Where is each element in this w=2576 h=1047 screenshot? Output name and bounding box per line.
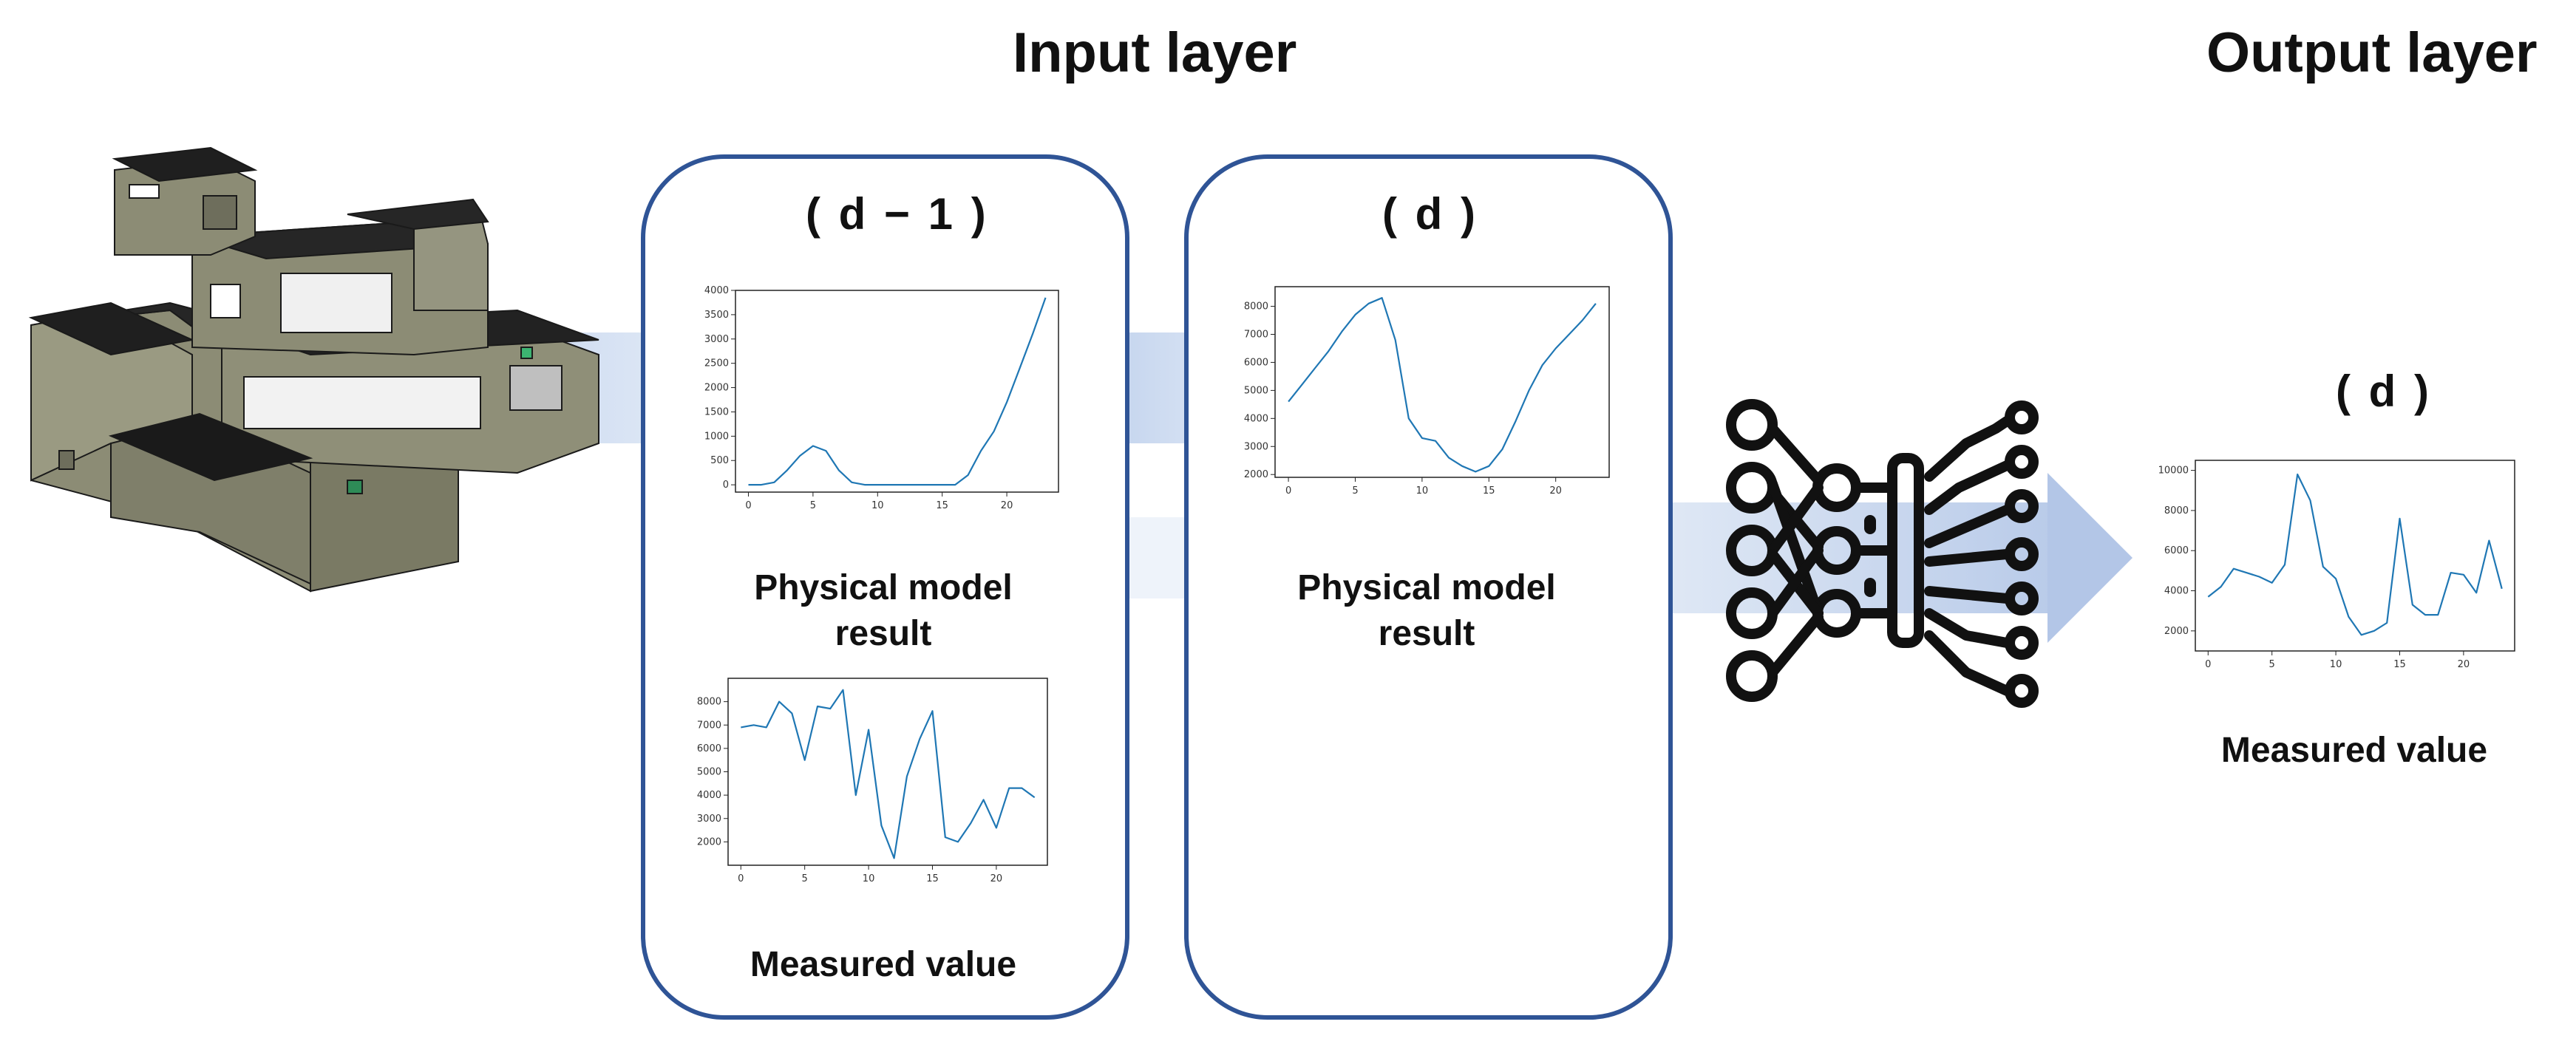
- chart-physical-prev-day: 0 500 1000 1500 2000 2500 3000 3500 4000 0 5 10 15 20: [704, 285, 1059, 511]
- chart-measured-prev-day: 2000 3000 4000 5000 6000 7000 8000 0 5 10 15 20: [697, 678, 1048, 884]
- series-line: [741, 689, 1036, 859]
- y-tick-label: 3500: [704, 310, 729, 321]
- output-label-day: ( d ): [2336, 366, 2432, 416]
- x-tick-label: 20: [990, 873, 1003, 884]
- x-tick-label: 5: [802, 873, 808, 884]
- x-tick-label: 15: [2393, 659, 2406, 670]
- y-tick-label: 8000: [2164, 505, 2189, 516]
- measured-caption-prev-day: Measured value: [750, 945, 1017, 984]
- y-tick-label: 6000: [2164, 545, 2189, 556]
- input-layer-title: Input layer: [1013, 21, 1297, 84]
- x-tick-label: 15: [1483, 485, 1495, 497]
- y-tick-label: 2000: [2164, 626, 2189, 637]
- y-tick-label: 4000: [2164, 586, 2189, 597]
- y-tick-label: 1500: [704, 406, 729, 417]
- building-3d-model-icon: [28, 146, 599, 593]
- neural-network-circuit-icon: [1726, 399, 2039, 708]
- measured-caption-output: Measured value: [2220, 731, 2488, 770]
- physical-caption-day: Physical model result: [1297, 568, 1556, 653]
- chart-physical-day: 2000 3000 4000 5000 6000 7000 8000 0 5 10 15 20: [1244, 286, 1610, 497]
- chart-plot-area: [1274, 286, 1610, 478]
- x-tick-label: 20: [2458, 659, 2470, 670]
- y-tick-label: 5000: [1244, 385, 1268, 396]
- series-line: [748, 297, 1047, 486]
- x-tick-label: 5: [1352, 485, 1358, 497]
- chart-plot-area: [727, 678, 1048, 866]
- x-tick-label: 0: [2205, 659, 2211, 670]
- y-tick-label: 4000: [704, 285, 729, 296]
- x-tick-label: 0: [738, 873, 744, 884]
- y-tick-label: 5000: [697, 767, 721, 778]
- y-tick-label: 3000: [697, 814, 721, 825]
- panel-label-prev-day: ( d − 1 ): [806, 189, 989, 239]
- panel-label-day: ( d ): [1382, 189, 1478, 239]
- y-tick-label: 2000: [697, 836, 721, 848]
- x-tick-label: 15: [936, 500, 948, 511]
- chart-plot-area: [735, 290, 1059, 493]
- chart-measured-output: 2000 4000 6000 8000 10000 0 5 10 15 20: [2158, 460, 2515, 670]
- y-tick-label: 7000: [697, 720, 721, 731]
- x-tick-label: 20: [1001, 500, 1013, 511]
- y-tick-label: 6000: [1244, 357, 1268, 368]
- x-tick-label: 20: [1549, 485, 1562, 497]
- y-tick-label: 2000: [704, 383, 729, 394]
- series-line: [1288, 297, 1597, 473]
- x-tick-label: 0: [1285, 485, 1291, 497]
- x-tick-label: 10: [1416, 485, 1429, 497]
- y-tick-label: 7000: [1244, 330, 1268, 341]
- output-layer-title: Output layer: [2206, 21, 2538, 84]
- physical-caption-prev-day: Physical model result: [754, 568, 1013, 653]
- y-tick-label: 4000: [1244, 413, 1268, 424]
- y-tick-label: 1000: [704, 431, 729, 442]
- y-tick-label: 4000: [697, 790, 721, 801]
- y-tick-label: 8000: [697, 697, 721, 708]
- x-tick-label: 5: [2269, 659, 2275, 670]
- y-tick-label: 6000: [697, 743, 721, 754]
- y-tick-label: 3000: [704, 334, 729, 345]
- series-line: [2207, 473, 2503, 636]
- y-tick-label: 3000: [1244, 441, 1268, 452]
- x-tick-label: 10: [2330, 659, 2342, 670]
- x-tick-label: 10: [871, 500, 884, 511]
- x-tick-label: 10: [863, 873, 875, 884]
- y-tick-label: 2000: [1244, 469, 1268, 480]
- y-tick-label: 500: [710, 455, 729, 466]
- x-tick-label: 0: [745, 500, 751, 511]
- chart-plot-area: [2195, 460, 2515, 652]
- x-tick-label: 5: [810, 500, 816, 511]
- y-tick-label: 0: [723, 480, 729, 491]
- y-tick-label: 8000: [1244, 301, 1268, 313]
- x-tick-label: 15: [926, 873, 939, 884]
- y-tick-label: 2500: [704, 358, 729, 369]
- y-tick-label: 10000: [2158, 465, 2189, 477]
